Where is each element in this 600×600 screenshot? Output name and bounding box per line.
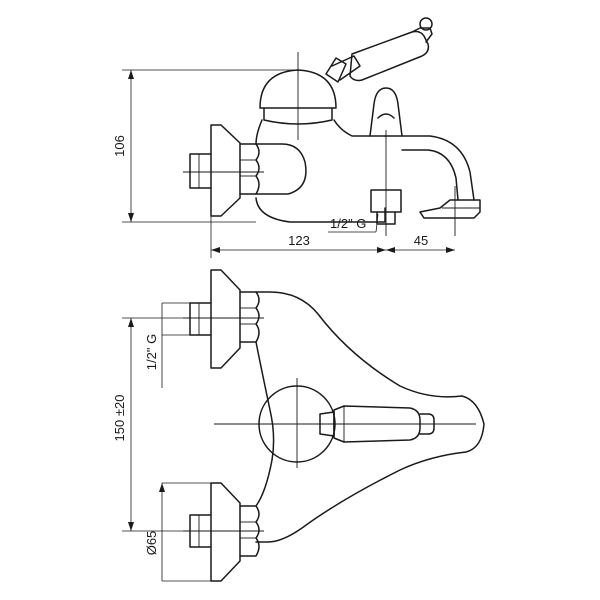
dim-center-distance-label: 150 ±20	[112, 395, 127, 442]
front-body-outline	[255, 291, 485, 543]
dim-height-label: 106	[112, 135, 127, 157]
side-lever-handle	[325, 17, 433, 83]
side-spout-aerator	[419, 199, 481, 219]
front-view: 1/2" G 150 ±20 Ø65	[112, 269, 485, 582]
dim-flange-diameter-label: Ø65	[144, 531, 159, 556]
thread-top-label: 1/2" G	[330, 216, 366, 231]
side-diverter-knob	[369, 87, 403, 137]
front-lower-hex-nut	[239, 505, 260, 557]
front-upper-flange	[210, 269, 241, 369]
side-view: 106 123 45 1/2" G	[112, 17, 481, 258]
side-wall-flange	[210, 124, 241, 217]
side-spout	[384, 135, 475, 201]
front-lower-flange	[210, 482, 241, 582]
dim-spout-width-label: 45	[414, 233, 428, 248]
side-inlet-stub	[189, 153, 212, 189]
front-upper-hex-nut	[239, 291, 260, 343]
side-hose-connector	[370, 189, 402, 213]
thread-side-label: 1/2" G	[144, 334, 159, 370]
dim-body-width-label: 123	[288, 233, 310, 248]
side-hex-nut	[239, 143, 260, 195]
side-body-outline	[255, 143, 307, 195]
front-upper-inlet-stub	[189, 302, 212, 336]
